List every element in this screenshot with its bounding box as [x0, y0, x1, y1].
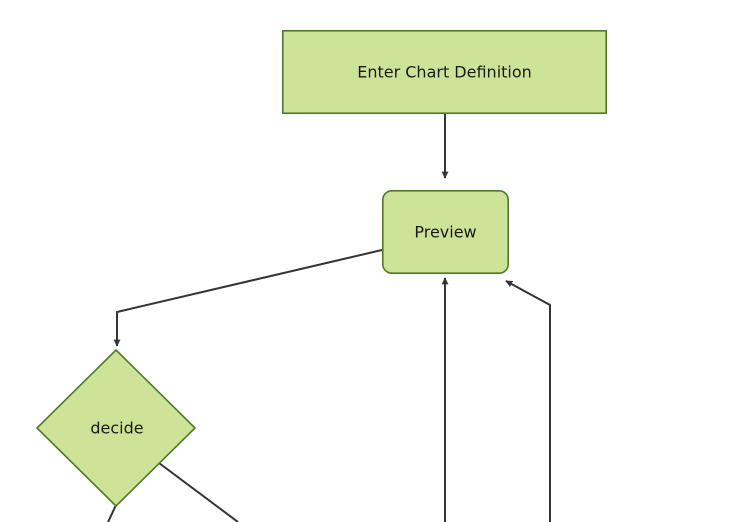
node-enter-chart-definition-shape — [281, 29, 607, 115]
node-enter-chart-definition-label: Enter Chart Definition — [357, 63, 532, 82]
node-preview-shape — [381, 190, 509, 275]
node-preview[interactable]: Preview — [381, 190, 509, 275]
node-enter-chart-definition[interactable]: Enter Chart Definition — [281, 29, 607, 115]
node-preview-label: Preview — [414, 223, 476, 242]
node-decide-label: decide — [90, 419, 143, 438]
node-layer: Enter Chart Definition Preview decide — [35, 29, 607, 508]
edge-preview-to-decide — [117, 249, 383, 346]
node-decide-shape — [35, 348, 197, 508]
edge-decide-out-right — [158, 462, 239, 522]
node-decide[interactable]: decide — [35, 348, 197, 508]
edge-layer — [107, 114, 551, 522]
edge-into-preview-bottom-right — [506, 280, 551, 522]
